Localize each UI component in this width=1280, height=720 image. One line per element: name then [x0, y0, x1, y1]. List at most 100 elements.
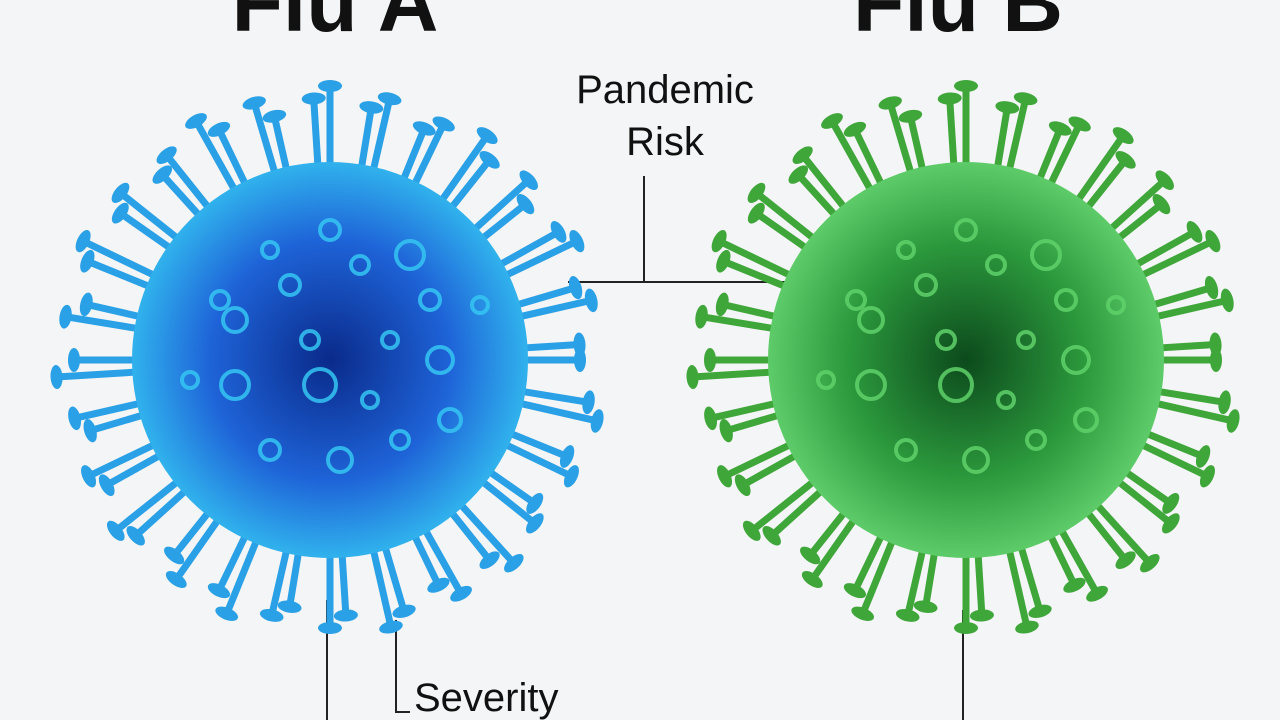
flu-a-spike-head [215, 606, 239, 621]
flu-a-spike-head [50, 365, 63, 390]
flu-a-spike-head [106, 520, 125, 541]
flu-a-spike-head [80, 249, 95, 273]
flu-b-spike-head [801, 571, 823, 588]
flu-a-spike-head [479, 551, 500, 569]
flu-a-spike-head [79, 292, 93, 317]
flu-a-surface-protein [394, 239, 426, 271]
flu-b-spike-head [1204, 275, 1219, 300]
flu-b-surface-protein [894, 438, 918, 462]
flu-a-spike-head [207, 583, 231, 599]
flu-b-spike-head [1218, 390, 1231, 415]
flu-b-spike-head [913, 600, 938, 613]
flu-a-spike-head [516, 194, 535, 215]
flu-a-spike-head [68, 348, 80, 372]
flu-a-spike-head [377, 92, 402, 106]
flu-b-surface-protein [914, 273, 938, 297]
flu-a-spike-head [207, 121, 231, 137]
flu-b-surface-protein [1061, 345, 1091, 375]
flu-a-surface-protein [299, 329, 321, 351]
flu-a-surface-proteins [180, 218, 490, 474]
flu-a-spike-head [550, 220, 567, 243]
flu-b-virus-icon [686, 80, 1240, 634]
flu-b-spike-head [1013, 92, 1038, 106]
flu-b-surface-protein [1016, 330, 1036, 350]
flu-a-spike-head [165, 571, 187, 588]
flu-a-title: Flu A [231, 0, 439, 49]
flu-a-spike-head [333, 609, 358, 622]
flu-b-spike-head [1028, 604, 1052, 618]
flu-a-spike-head [526, 513, 544, 534]
flu-a-surface-protein [470, 295, 490, 315]
flu-a-spike-head [301, 92, 326, 105]
flu-b-surface-protein [855, 369, 887, 401]
flu-a-spike-head [590, 409, 604, 433]
pandemic-risk-line [568, 176, 830, 283]
flu-b-surface-protein [954, 218, 978, 242]
flu-b-surface-protein [857, 306, 885, 334]
flu-a-surface-protein [260, 240, 280, 260]
flu-a-spike-head [450, 585, 472, 602]
flu-b-spike-head [1048, 121, 1072, 136]
flu-a-spike-head [59, 304, 72, 329]
flu-a-spike-head [81, 465, 97, 488]
flu-b-spike-head [762, 526, 781, 546]
flu-a-spike-head [259, 609, 284, 622]
flu-b-spike-head [704, 348, 716, 372]
flu-a-surface-protein [425, 345, 455, 375]
flu-b-spike-head [1015, 620, 1039, 634]
flu-a-spike-head [359, 101, 384, 114]
flu-a-spike-head [126, 526, 145, 546]
flu-a-surface-protein [326, 446, 354, 474]
flu-a-surface-protein [318, 218, 342, 242]
flu-a-spike-head [242, 96, 266, 110]
flu-b-spike-head [747, 202, 765, 224]
flu-b-spike-head [704, 406, 717, 431]
flu-a-spike-head [582, 390, 595, 415]
flu-b-spike-head [792, 146, 813, 164]
flu-b-spike-head [1220, 288, 1234, 313]
flu-a-spike-head [412, 121, 436, 136]
flu-b-spike-head [1115, 151, 1136, 169]
flu-a-surface-protein [437, 407, 463, 433]
flu-b-spike-head [937, 92, 962, 105]
severity-label: Severity [414, 676, 559, 720]
flu-b-surface-protein [1106, 295, 1126, 315]
flu-a-spike-head [98, 474, 115, 497]
flu-a-spike-head [318, 622, 342, 634]
flu-b-surface-protein [1030, 239, 1062, 271]
flu-a-spike-head [111, 202, 129, 224]
flu-b-surface-protein [962, 446, 990, 474]
flu-b-spike-head [821, 113, 843, 129]
flu-b-surface-protein [845, 289, 867, 311]
flu-b-spike-head [788, 165, 809, 184]
flu-a-surface-protein [209, 289, 231, 311]
flu-b-spike-head [1162, 493, 1180, 514]
flu-a-surface-protein [219, 369, 251, 401]
severity-line [395, 620, 410, 713]
flu-b-spike-head [898, 109, 923, 123]
flu-b-spike-head [1199, 465, 1215, 488]
flu-b-spike-head [843, 121, 867, 137]
flu-b-surface-protein [935, 329, 957, 351]
flu-b-spike-head [1226, 409, 1240, 433]
flu-a-spike-head [526, 493, 544, 514]
flu-b-spike-head [719, 419, 733, 443]
flu-a-surface-protein [360, 390, 380, 410]
flu-b-spike-head [878, 96, 902, 110]
flu-a-surface-protein [180, 370, 200, 390]
flu-a-surface-protein [221, 306, 249, 334]
flu-a-spike-head [392, 604, 416, 618]
flu-a-spike-head [504, 553, 524, 573]
flu-a-spike-head [569, 229, 585, 253]
flu-b-spike-head [715, 292, 729, 317]
flu-a-spike-head [318, 80, 342, 92]
flu-a-spike-head [83, 419, 97, 443]
flu-b-surface-protein [985, 254, 1007, 276]
flu-b-spike-head [954, 622, 978, 634]
flu-b-surface-protein [938, 367, 974, 403]
flu-b-spike-head [954, 80, 978, 92]
flu-b-spike-head [995, 101, 1020, 114]
flu-b-spike-head [1155, 170, 1174, 190]
flu-a-spike-head [519, 170, 538, 190]
flu-a-surface-protein [418, 288, 442, 312]
